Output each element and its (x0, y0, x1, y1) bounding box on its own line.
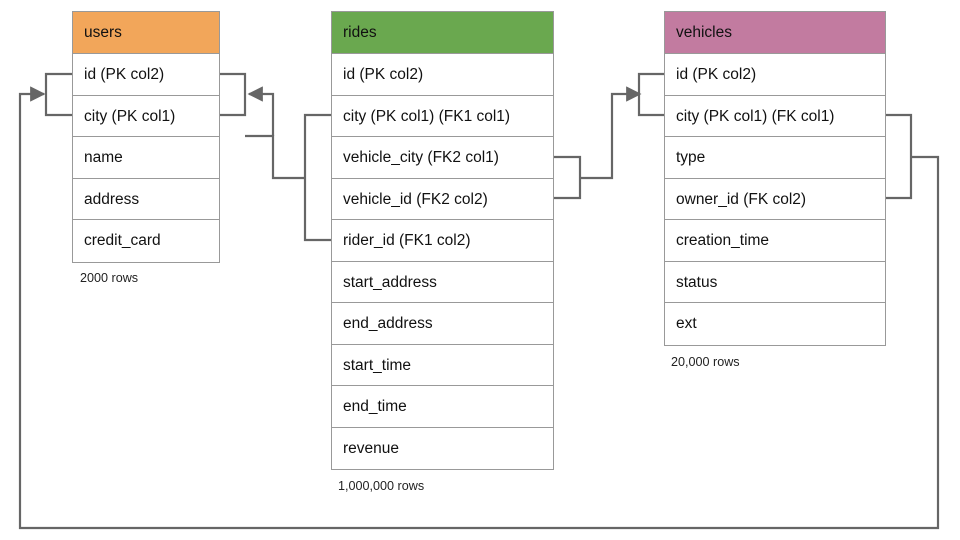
field-row[interactable]: start_address (332, 262, 553, 303)
field-row[interactable]: vehicle_city (FK2 col1) (332, 137, 553, 179)
field-row[interactable]: city (PK col1) (FK1 col1) (332, 96, 553, 137)
field-row[interactable]: id (PK col2) (73, 54, 219, 96)
row-count-label-users: 2000 rows (80, 271, 139, 285)
field-row[interactable]: status (665, 262, 885, 303)
field-row[interactable]: type (665, 137, 885, 179)
row-count-label-vehicles: 20,000 rows (671, 355, 740, 369)
entity-header-users: users (73, 12, 219, 54)
field-row[interactable]: creation_time (665, 220, 885, 262)
field-row[interactable]: city (PK col1) (73, 96, 219, 137)
entity-header-rides: rides (332, 12, 553, 54)
entity-header-vehicles: vehicles (665, 12, 885, 54)
field-row[interactable]: id (PK col2) (665, 54, 885, 96)
field-row[interactable]: address (73, 179, 219, 220)
field-row[interactable]: owner_id (FK col2) (665, 179, 885, 220)
entity-table-rides[interactable]: rides id (PK col2) city (PK col1) (FK1 c… (331, 11, 554, 470)
field-row[interactable]: credit_card (84, 232, 161, 249)
connector-rides-to-users (220, 72, 331, 242)
row-count-label-rides: 1,000,000 rows (338, 479, 425, 493)
field-row[interactable]: ext (676, 315, 697, 332)
field-row[interactable]: city (PK col1) (FK col1) (665, 96, 885, 137)
entity-table-users[interactable]: users id (PK col2) city (PK col1) name a… (72, 11, 220, 263)
entity-table-vehicles[interactable]: vehicles id (PK col2) city (PK col1) (FK… (664, 11, 886, 346)
field-row[interactable]: end_time (332, 386, 553, 428)
connector-rides-to-vehicles (554, 72, 664, 200)
field-row[interactable]: id (PK col2) (332, 54, 553, 96)
field-row[interactable]: rider_id (FK1 col2) (332, 220, 553, 262)
field-row[interactable]: start_time (332, 345, 553, 386)
field-row[interactable]: revenue (343, 439, 400, 457)
field-row[interactable]: name (73, 137, 219, 179)
field-row[interactable]: vehicle_id (FK2 col2) (332, 179, 553, 220)
field-row[interactable]: end_address (332, 303, 553, 345)
